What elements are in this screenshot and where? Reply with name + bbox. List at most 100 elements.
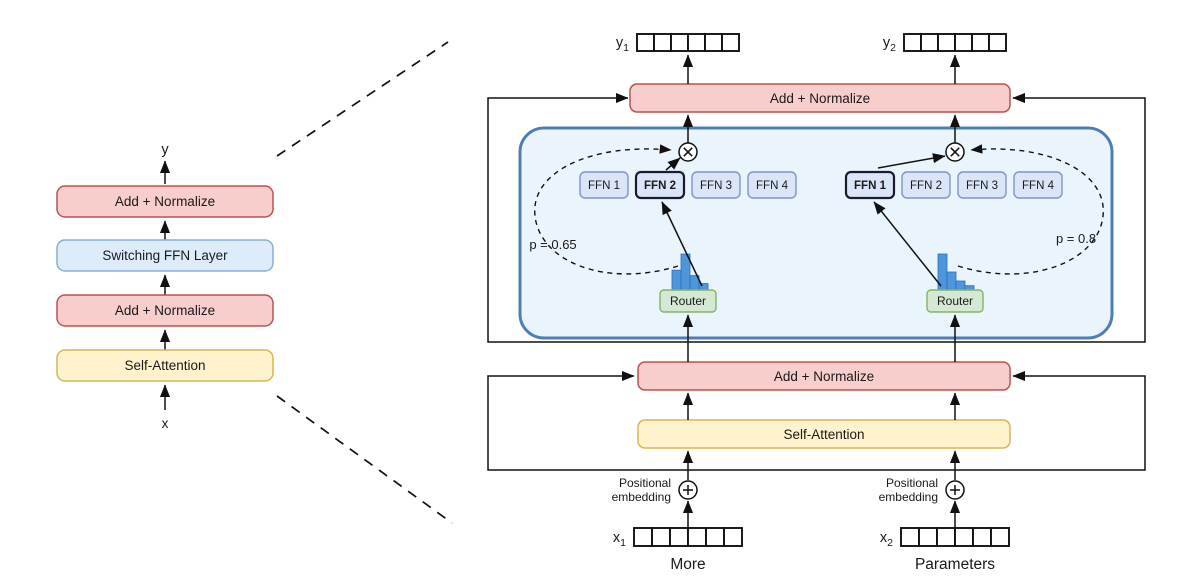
router-probability-bar	[671, 269, 682, 291]
token-cell	[971, 33, 990, 52]
token-cell	[954, 33, 973, 52]
switching-ffn-layer-block	[56, 239, 274, 272]
input-label: x	[162, 416, 169, 431]
switching-ffn-container	[518, 126, 1114, 340]
ffn-expert-box	[579, 171, 629, 199]
output-token-y2: y2	[883, 33, 1007, 54]
token-label: x1	[613, 530, 626, 549]
self-attention-bar	[637, 419, 1011, 449]
ffn-expert-label: FFN 1	[854, 180, 887, 192]
token-cell	[900, 527, 920, 547]
ffn-expert-box	[1013, 171, 1063, 199]
switch-layer-detail: Add + Normalize y1 y2 FFN 1 FFN 2 FFN 3	[487, 33, 1146, 573]
self-attention-detail-label: Self-Attention	[783, 427, 864, 442]
token-cells	[900, 527, 1010, 547]
token-cell	[636, 33, 655, 52]
self-attention-label: Self-Attention	[124, 358, 205, 373]
ffn-expert-box	[957, 171, 1007, 199]
token-cell	[670, 33, 689, 52]
token-cell	[687, 33, 706, 52]
gate-probability-left: p = 0.65	[529, 237, 576, 252]
token-cell	[687, 527, 707, 547]
token-cell	[990, 527, 1010, 547]
ffn-expert-label: FFN 4	[756, 180, 789, 192]
ffn-expert-label: FFN 2	[644, 180, 676, 192]
gate-probability-right: p = 0.8	[1056, 231, 1096, 246]
add-normalize-top-label: Add + Normalize	[770, 91, 870, 106]
token-cell	[721, 33, 740, 52]
router-probability-bar	[946, 271, 957, 291]
add-normalize-mid-bar	[637, 361, 1011, 391]
zoom-indicator-line-bottom	[276, 395, 453, 524]
token-cell	[633, 527, 653, 547]
add-normalize-mid-label: Add + Normalize	[774, 369, 874, 384]
caption-more: More	[670, 556, 705, 573]
gate-probability-loop-right	[957, 144, 1104, 275]
token-cell	[954, 527, 974, 547]
router-probability-bar	[698, 283, 709, 291]
ffn-expert-label: FFN 2	[910, 180, 942, 192]
ffn-experts-right: FFN 1 FFN 2 FFN 3 FFN 4	[844, 170, 1063, 200]
ffn-expert-box	[747, 171, 797, 199]
ffn-expert-box	[844, 170, 896, 200]
token-cell	[972, 527, 992, 547]
input-token-x2: x2 Parameters	[880, 527, 1010, 573]
positional-add-icon-left	[678, 480, 698, 500]
input-token-x1: x1 More	[613, 527, 743, 573]
positional-add-icon-right	[945, 480, 965, 500]
ffn-expert-label: FFN 3	[966, 180, 998, 192]
ffn-expert-box	[634, 170, 686, 200]
token-cell	[651, 527, 671, 547]
token-label: y1	[616, 35, 629, 54]
residual-connection-top	[487, 92, 1146, 343]
expert-output-arrow	[877, 153, 946, 169]
add-normalize-block	[56, 185, 274, 218]
router-box-left	[659, 289, 717, 313]
token-cells	[903, 33, 1007, 52]
switching-ffn-layer-label: Switching FFN Layer	[102, 248, 228, 263]
output-token-y1: y1	[616, 33, 740, 54]
add-normalize-label: Add + Normalize	[115, 303, 215, 318]
output-label: y	[161, 142, 169, 158]
add-normalize-top-bar	[629, 83, 1011, 113]
token-cell	[988, 33, 1007, 52]
transformer-layer-stack: y Add + Normalize Switching FFN Layer Ad…	[56, 142, 274, 431]
token-cell	[903, 33, 922, 52]
residual-connection-bottom	[487, 370, 1146, 471]
router-label-left: Router	[670, 294, 706, 308]
router-choice-arrow	[873, 201, 942, 287]
token-cell	[653, 33, 672, 52]
add-normalize-block	[56, 294, 274, 327]
token-label: y2	[883, 35, 896, 54]
ffn-expert-label: FFN 4	[1022, 180, 1055, 192]
token-cell	[920, 33, 939, 52]
token-cells	[636, 33, 740, 52]
multiply-icon	[945, 142, 965, 162]
zoom-indicator-line-top	[276, 41, 449, 157]
ffn-expert-box	[691, 171, 741, 199]
router-choice-arrow	[661, 201, 703, 287]
self-attention-block	[56, 349, 274, 382]
router-box-right	[926, 289, 984, 313]
router-label-right: Router	[937, 294, 973, 308]
token-cell	[937, 33, 956, 52]
router-probability-bar	[955, 280, 966, 291]
token-cell	[704, 33, 723, 52]
token-cell	[936, 527, 956, 547]
caption-parameters: Parameters	[915, 556, 995, 573]
token-label: x2	[880, 530, 893, 549]
ffn-expert-box	[901, 171, 951, 199]
token-cells	[633, 527, 743, 547]
add-normalize-label: Add + Normalize	[115, 194, 215, 209]
token-cell	[918, 527, 938, 547]
expert-output-arrow	[665, 157, 681, 171]
token-cell	[669, 527, 689, 547]
token-cell	[705, 527, 725, 547]
multiply-icon	[678, 142, 698, 162]
ffn-expert-label: FFN 3	[700, 180, 732, 192]
token-cell	[723, 527, 743, 547]
